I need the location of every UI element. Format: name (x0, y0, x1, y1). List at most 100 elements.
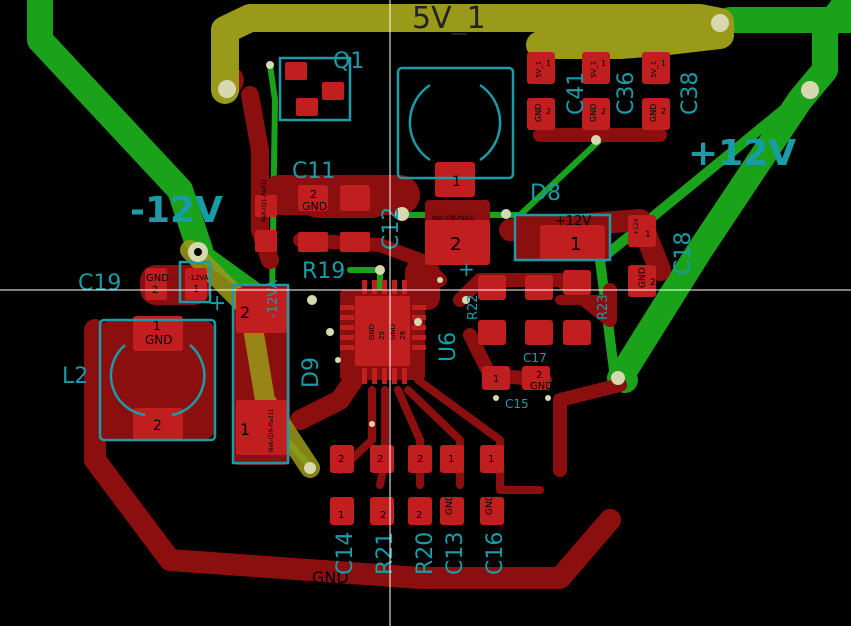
pad-c38-2 (642, 98, 670, 130)
u6-pins (340, 280, 426, 384)
via (611, 371, 625, 385)
vias (188, 14, 819, 474)
outline-l2 (98, 318, 217, 442)
pad-r-mid-2 (525, 320, 553, 345)
ref-r22: R22 (466, 294, 481, 320)
pad-c19-1 (145, 268, 167, 300)
pad-q1-2 (322, 82, 344, 100)
pad-label: 25 (378, 331, 386, 340)
pad-label: 1 (338, 510, 344, 521)
trace-gnd-bottom-loop (84, 319, 621, 589)
outline-d8 (513, 213, 612, 262)
pad-c41-2 (527, 98, 555, 130)
outline-l2-arc2 (171, 344, 206, 417)
pad-labels: 1 GND 2 1 2 Net-(D9-Pad1) 1 2 Net-(D8-Pa… (145, 59, 666, 521)
pad-label: GND (302, 200, 327, 213)
pad-label: 1 (452, 174, 461, 190)
pad-sm-2 (255, 230, 277, 252)
pad-label: 2 (601, 107, 606, 116)
pad-label: 2 (536, 370, 542, 381)
pad-label: GND (146, 273, 169, 284)
pad-label: 2 (153, 418, 162, 434)
pad-sm-3 (298, 232, 328, 252)
pad-label: 1 (601, 59, 606, 68)
pad-label: 2 (416, 510, 422, 521)
pad-label: 2 (546, 107, 551, 116)
pad-label: 2 (417, 454, 423, 465)
pad-c14-1 (330, 445, 354, 473)
ref-c38: C38 (678, 72, 703, 115)
via (375, 265, 385, 275)
ref-c15: C15 (505, 397, 529, 411)
pad-c18-2 (628, 265, 656, 297)
pad-label: 1 (570, 234, 581, 255)
via (711, 14, 729, 32)
outline-big (396, 66, 515, 180)
pad-c38-1 (642, 52, 670, 84)
outline-q1 (278, 56, 352, 122)
pad-label: 2 (650, 278, 656, 288)
outline-c19-box (178, 260, 212, 304)
u6-pin-top-2 (372, 280, 377, 294)
pad-label: 2 (450, 234, 461, 255)
pad-label: GND (368, 324, 376, 340)
pad-label: 2 (380, 510, 386, 521)
pad-q1-1 (285, 62, 307, 80)
via-hole (194, 248, 202, 256)
u6-pin-bot-4 (392, 368, 397, 384)
pad-c13-1 (440, 445, 464, 473)
ref-r21: R21 (373, 532, 398, 575)
pad-q1-3 (296, 98, 318, 116)
u6-pin (355, 296, 410, 366)
u6-pin-right-1 (412, 305, 426, 310)
trace-left-diagonal (27, 0, 213, 263)
via (437, 277, 443, 283)
via (266, 61, 274, 69)
silkscreen-outlines (98, 56, 612, 465)
pad-c17-2 (522, 366, 550, 390)
pad-label: GND (638, 267, 648, 288)
pad-label: Net-(D8-Pad1) (432, 215, 475, 222)
pad-l2-2 (133, 408, 183, 440)
pad-label: 1 (645, 230, 651, 240)
pad-sm-1 (255, 195, 277, 217)
via (414, 318, 422, 326)
pad-label: 2 (661, 107, 666, 116)
pad-c11-2 (298, 185, 328, 211)
pad-r21-2 (370, 497, 394, 525)
net-label-plus12v: +12V (688, 133, 796, 174)
pad-label: GND (485, 494, 495, 515)
pad-d9-1 (236, 400, 288, 455)
pad-c11-1 (340, 185, 370, 211)
pad-label: GND (530, 381, 553, 392)
pad-big-2 (425, 220, 490, 265)
pad-c19-2 (185, 268, 207, 300)
ref-c17: C17 (523, 351, 547, 365)
pad-label: 5V_1 (590, 61, 598, 78)
ref-r23: R23 (596, 294, 611, 320)
pad-label: GND (389, 324, 397, 340)
via (304, 462, 316, 474)
pad-r23-1 (563, 270, 591, 295)
ref-r19: R19 (302, 259, 345, 284)
ref-c13: C13 (443, 532, 468, 575)
pad-c36-2 (582, 98, 610, 130)
ref-c16: C16 (483, 532, 508, 575)
ref-d8: D8 (530, 181, 561, 206)
pad-label: GND (589, 104, 598, 122)
outline-d9 (231, 283, 290, 465)
u6-pin-top-4 (392, 280, 397, 294)
pad-label: 2 (240, 303, 250, 322)
ref-c12: C12 (379, 207, 404, 250)
pad-r22-2 (478, 320, 506, 345)
u6-pin-left-2 (340, 315, 354, 320)
pad-r23-2 (563, 320, 591, 345)
via (801, 81, 819, 99)
outline-big-arc2 (479, 83, 502, 162)
reference-designators: Q1 C11 C12 C19 L2 R19 D9 D8 C41 C36 C38 … (62, 49, 703, 575)
trace-right-loop (553, 378, 627, 477)
pad-label: +12V (633, 217, 640, 235)
net-label-12va-vert: -12VA (266, 280, 281, 318)
